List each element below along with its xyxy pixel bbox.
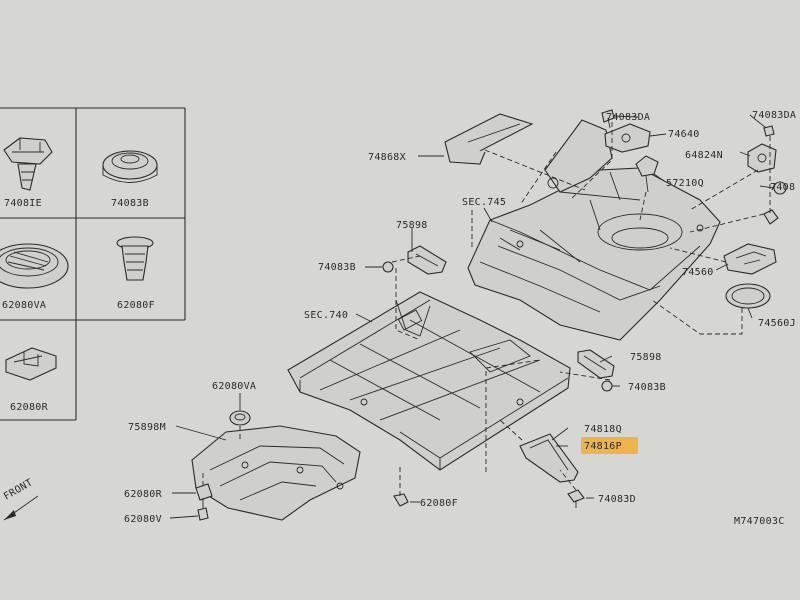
label-74560: 74560 [682, 267, 714, 278]
grommet-62080va [229, 410, 251, 426]
bracket-r-icon [5, 347, 57, 381]
label-74818q: 74818Q [584, 424, 622, 435]
seal-74560j [725, 283, 771, 309]
front-direction-arrow [3, 495, 39, 521]
part-highlight [581, 437, 638, 454]
label-75898-upper: 75898 [396, 220, 428, 231]
inset-label-grommet-va: 62080VA [2, 300, 46, 311]
label-sec-740: SEC.740 [304, 310, 348, 321]
assembly-guide-lines [202, 122, 771, 496]
label-74083b-right: 74083B [628, 382, 666, 393]
grommet-va-icon [0, 243, 69, 289]
label-62080f: 62080F [420, 498, 458, 509]
cover-74560 [723, 243, 777, 275]
inset-label-bracket-r: 62080R [10, 402, 49, 413]
label-75898-right: 75898 [630, 352, 662, 363]
label-74083d: 74083D [598, 494, 636, 505]
parts-inset-table: 7408IE 74083B 62080VA 62080F [0, 107, 186, 421]
bolt-74083d [567, 489, 585, 508]
inset-label-clip-f: 62080F [117, 300, 155, 311]
diagram-code: M747003C [734, 516, 785, 527]
insulator-74868x [444, 113, 534, 165]
inset-label-clip-e: 7408IE [4, 198, 42, 209]
bracket-62080r [195, 483, 213, 501]
label-sec-745: SEC.745 [462, 197, 506, 208]
bolt-74083da-top [601, 109, 615, 129]
callout-leaders [169, 114, 775, 519]
label-62080r: 62080R [124, 489, 163, 500]
bolt-62080v [197, 498, 209, 521]
grommet-74083-right [763, 209, 779, 225]
label-57210q: 57210Q [666, 178, 704, 189]
clip-74083b-left [382, 261, 394, 273]
label-74816p: 74816P [584, 441, 622, 452]
undercover-75898m [191, 425, 361, 521]
label-74868x: 74868X [368, 152, 406, 163]
bracket-75898-right [577, 349, 615, 379]
clip-62080f [393, 493, 409, 507]
side-member-74816p [519, 433, 579, 483]
label-75898m: 75898M [128, 422, 166, 433]
nut-57210q [635, 155, 659, 193]
clip-e-icon [3, 137, 53, 191]
label-74560j: 74560J [758, 318, 796, 329]
clip-f-icon [116, 236, 154, 281]
clip-64824n [747, 143, 777, 173]
clip-b-icon [102, 150, 158, 183]
label-64824n: 64824N [685, 150, 723, 161]
bracket-74640 [604, 123, 651, 153]
inset-label-clip-b: 74083B [111, 198, 149, 209]
label-7408-partial: 7408 [770, 182, 795, 193]
label-62080va: 62080VA [212, 381, 256, 392]
label-74640: 74640 [668, 129, 700, 140]
bolt-74083da-right [763, 125, 775, 137]
clip-74083b-right [601, 380, 613, 392]
label-62080v: 62080V [124, 514, 162, 525]
front-floor-panel [287, 291, 571, 471]
bracket-75898-upper [407, 245, 447, 275]
label-74083b-left: 74083B [318, 262, 356, 273]
label-74083da-right: 74083DA [752, 110, 796, 121]
rear-floor-panel [467, 119, 721, 341]
label-74083da-top: 74083DA [606, 112, 650, 123]
label-front: FRONT [2, 477, 35, 502]
